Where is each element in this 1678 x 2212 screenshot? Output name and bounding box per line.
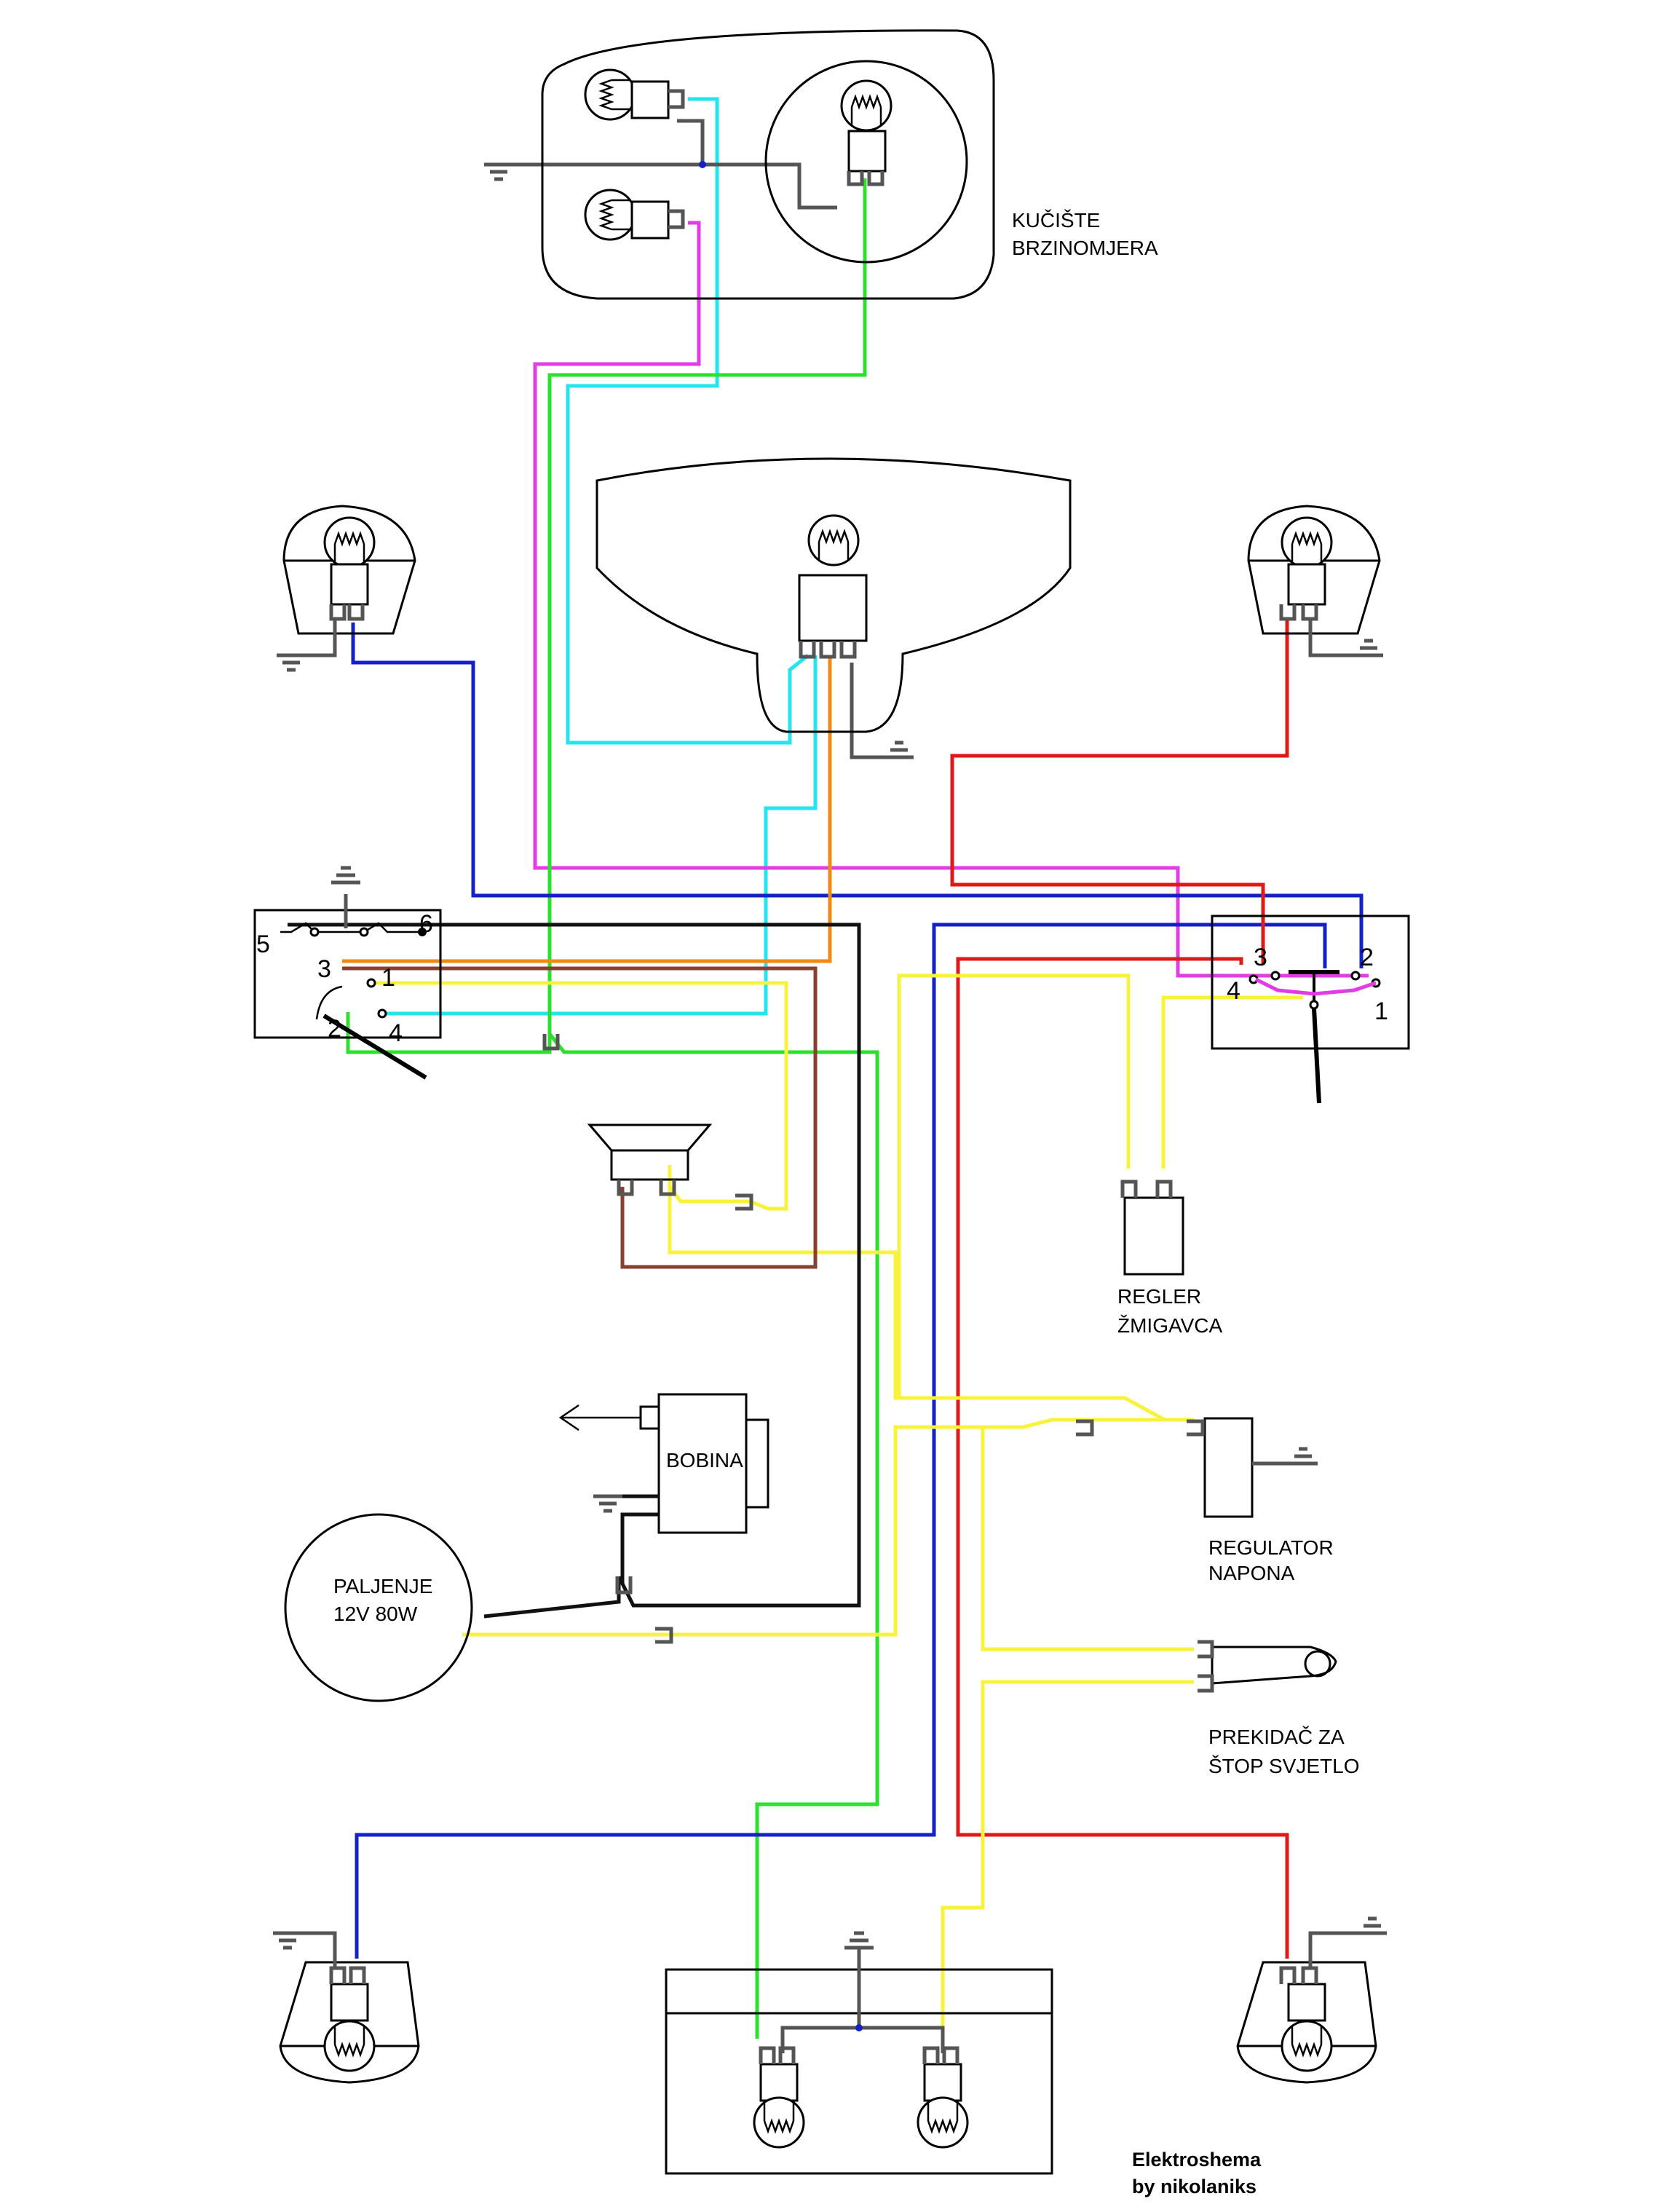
- wire-cyan-2: [386, 655, 818, 1016]
- speedo-ground-icon: [484, 165, 513, 179]
- front-right-blinker: [1247, 505, 1383, 657]
- wire-green: [547, 178, 867, 1034]
- right-switch-terminal-2: 2: [1360, 944, 1374, 971]
- label-blinker-relay-2: ŽMIGAVCA: [1117, 1314, 1222, 1337]
- front-left-ground-icon: [277, 655, 306, 670]
- label-speedo-housing-2: BRZINOMJERA: [1012, 237, 1158, 259]
- wire-orange: [342, 655, 832, 963]
- label-stator-2: 12V 80W: [333, 1603, 418, 1625]
- wire-yellow-brake: [981, 1427, 1194, 1651]
- stator: [284, 1513, 473, 1702]
- front-left-blinker: [277, 505, 416, 670]
- speedo-bulb-top-icon: [584, 68, 636, 121]
- label-speedo-housing-1: KUČIŠTE: [1012, 209, 1100, 232]
- wire-cyan: [566, 97, 810, 745]
- label-stator-1: PALJENJE: [333, 1575, 432, 1597]
- wire-blue: [351, 623, 1364, 968]
- left-switch-terminal-6: 6: [419, 910, 433, 938]
- tail-light-assembly: [665, 1931, 1053, 2175]
- wire-yellow-horn: [371, 981, 788, 1211]
- credit-title: Elektroshema: [1132, 2149, 1262, 2170]
- wire-layer: [288, 97, 1369, 2039]
- label-voltage-regulator-1: REGULATOR: [1208, 1536, 1334, 1559]
- front-right-ground-icon: [1354, 641, 1383, 655]
- right-switch-terminal-1: 1: [1374, 998, 1388, 1025]
- rear-left-blinker-bulb-icon: [323, 2020, 376, 2072]
- right-switch-terminal-3: 3: [1254, 944, 1267, 971]
- label-voltage-regulator-2: NAPONA: [1208, 1562, 1295, 1584]
- regulator-ground-icon: [1289, 1449, 1318, 1464]
- left-switch-terminal-1: 1: [381, 964, 395, 992]
- rear-right-blinker-bulb-icon: [1281, 2020, 1333, 2072]
- credit-author: by nikolaniks: [1132, 2176, 1256, 2197]
- label-blinker-relay-1: REGLER: [1117, 1285, 1201, 1308]
- wire-black-2: [483, 1576, 621, 1619]
- headlight-ground-icon: [884, 743, 914, 757]
- voltage-regulator: [1076, 1417, 1318, 1518]
- blinker-relay: [1120, 1180, 1184, 1276]
- wire-yellow-stator: [462, 1418, 1179, 1637]
- wire-yellow-brake-2: [941, 1680, 1194, 2039]
- wire-yellow-relay-2: [1161, 995, 1303, 1169]
- wire-gray-speedo-2: [677, 119, 705, 165]
- left-switch-terminal-5: 5: [256, 931, 270, 958]
- rear-right-ground-icon: [1358, 1919, 1387, 1933]
- speedo-center-bulb-icon: [840, 79, 893, 132]
- rear-left-blinker: [273, 1931, 420, 2084]
- wire-red: [950, 619, 1289, 965]
- wire-brown: [342, 966, 818, 1269]
- left-switch-terminal-3: 3: [317, 955, 331, 983]
- wire-yellow-relay: [897, 973, 1131, 1398]
- wire-black: [288, 923, 861, 1608]
- rear-right-blinker: [1236, 1919, 1387, 2084]
- headlight-assembly: [595, 457, 1072, 757]
- front-right-blinker-bulb-icon: [1281, 516, 1333, 569]
- horn-icon: [587, 1123, 753, 1211]
- left-switch-terminal-2: 2: [328, 1015, 341, 1043]
- front-left-blinker-bulb-icon: [323, 516, 376, 569]
- label-brake-switch-2: ŠTOP SVJETLO: [1208, 1755, 1359, 1777]
- right-blinker-switch: [1211, 915, 1410, 1104]
- brake-light-switch: [1198, 1640, 1337, 1693]
- label-ignition-coil: BOBINA: [666, 1449, 743, 1472]
- speedometer-housing: [484, 29, 995, 300]
- wire-blue-2: [355, 923, 1327, 1959]
- right-switch-terminal-4: 4: [1227, 977, 1240, 1005]
- left-switch-terminal-4: 4: [389, 1019, 403, 1047]
- tail-bulb-right-icon: [917, 2096, 969, 2149]
- wire-green-2: [346, 1012, 879, 2039]
- left-handlebar-switch: [253, 866, 442, 1080]
- speedo-bulb-bottom-icon: [584, 189, 636, 241]
- wire-red-2: [956, 957, 1289, 1959]
- headlight-bulb-icon: [807, 514, 860, 566]
- tail-bulb-left-icon: [753, 2096, 805, 2149]
- rear-left-ground-icon: [273, 1933, 302, 1948]
- wire-gray-speedo: [513, 162, 837, 210]
- wire-gray-headlight-gnd: [850, 663, 884, 759]
- coil-ground-icon: [593, 1496, 622, 1511]
- ignition-coil: [558, 1393, 769, 1534]
- label-brake-switch-1: PREKIDAČ ZA: [1208, 1726, 1345, 1748]
